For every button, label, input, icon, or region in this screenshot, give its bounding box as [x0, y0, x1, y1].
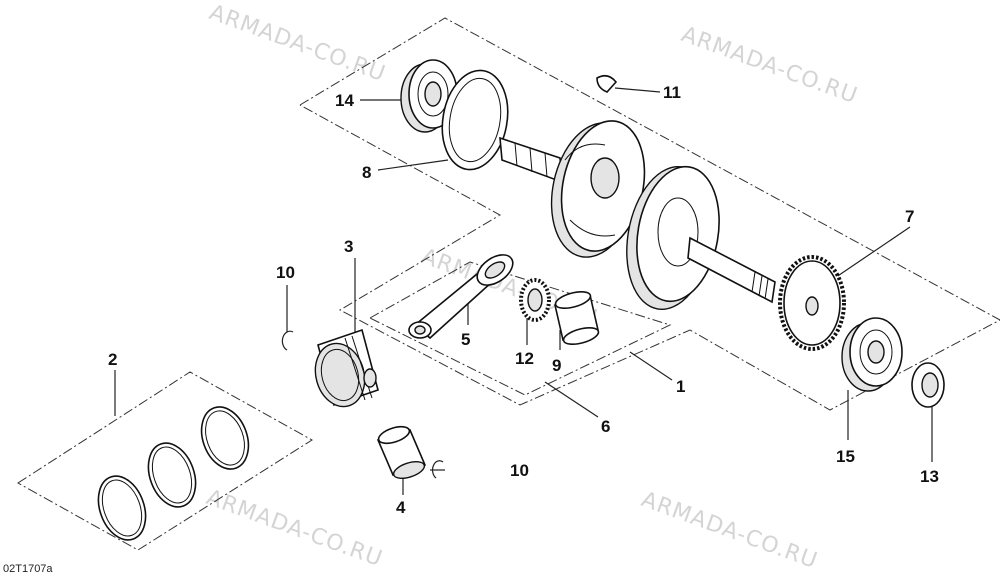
crankshaft-assembly — [499, 120, 776, 310]
callout-10-lower: 10 — [510, 461, 529, 480]
piston-3 — [314, 328, 379, 408]
callout-8: 8 — [362, 163, 371, 182]
circlip-10-upper — [281, 330, 294, 351]
piston-pin-4 — [376, 425, 427, 479]
crankshaft-group-outline — [299, 17, 1000, 411]
watermark-text: ARMADA-CO.RU — [678, 22, 861, 109]
callout-13: 13 — [920, 467, 939, 486]
gear-7 — [778, 255, 846, 351]
callout-labels: 14 8 11 3 10 2 5 12 9 1 6 7 15 13 10 4 — [108, 83, 939, 517]
watermark-text: ARMADA-CO.RU — [206, 0, 389, 87]
callout-7: 7 — [905, 207, 914, 226]
callout-15: 15 — [836, 447, 855, 466]
callout-11: 11 — [663, 83, 681, 102]
callout-12: 12 — [515, 349, 534, 368]
callout-4: 4 — [396, 498, 406, 517]
needle-bearing-12 — [519, 278, 551, 322]
callout-1: 1 — [676, 377, 685, 396]
bearing-15 — [841, 317, 903, 392]
callout-6: 6 — [601, 417, 610, 436]
callout-9: 9 — [552, 356, 561, 375]
crank-pin-9 — [554, 290, 600, 346]
oil-seal-13 — [911, 362, 945, 408]
conrod-group-outline — [368, 261, 672, 396]
callout-14: 14 — [335, 91, 354, 110]
seal-8 — [441, 69, 509, 171]
circlip-10-lower — [431, 460, 444, 479]
woodruff-key-11 — [596, 74, 618, 93]
callout-2: 2 — [108, 350, 117, 369]
piston-ring-set-outline — [17, 371, 313, 551]
watermark-text: ARMADA-CO.RU — [203, 485, 386, 572]
connecting-rod-5 — [408, 254, 514, 340]
piston-rings-2 — [97, 406, 250, 541]
callout-10-upper: 10 — [276, 263, 295, 282]
group-outlines — [17, 17, 1000, 551]
watermark-text: ARMADA-CO.RU — [638, 487, 821, 574]
callout-5: 5 — [461, 330, 470, 349]
callout-3: 3 — [344, 237, 353, 256]
drawing-code: 02T1707a — [3, 563, 53, 575]
